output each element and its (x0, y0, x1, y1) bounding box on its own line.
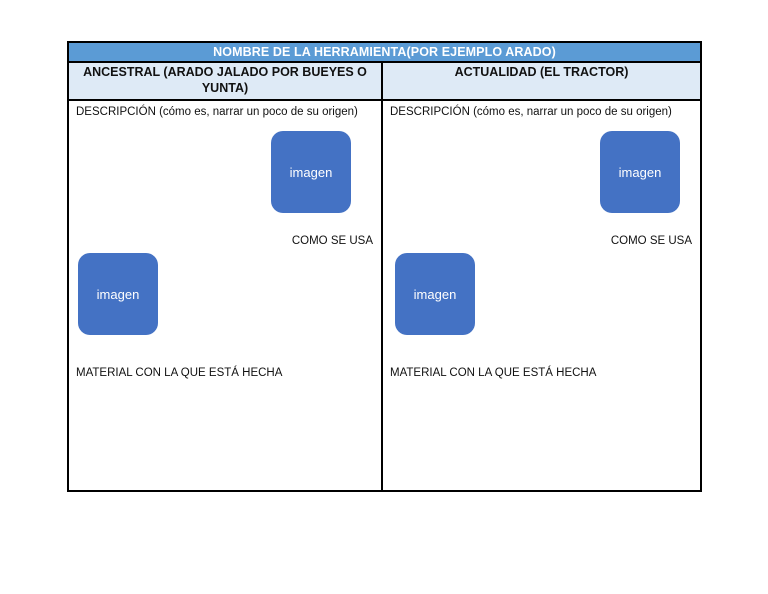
material-label-ancestral: MATERIAL CON LA QUE ESTÁ HECHA (76, 367, 283, 379)
description-label-ancestral: DESCRIPCIÓN (cómo es, narrar un poco de … (76, 106, 358, 118)
usage-label-actualidad: COMO SE USA (610, 235, 692, 247)
image-placeholder-label: imagen (96, 286, 140, 302)
table-title-band: NOMBRE DE LA HERRAMIENTA(POR EJEMPLO ARA… (69, 43, 700, 63)
comparison-table: NOMBRE DE LA HERRAMIENTA(POR EJEMPLO ARA… (67, 41, 702, 492)
material-label-actualidad: MATERIAL CON LA QUE ESTÁ HECHA (390, 367, 597, 379)
image-placeholder-ancestral-upper[interactable]: imagen (271, 131, 351, 213)
image-placeholder-actualidad-upper[interactable]: imagen (600, 131, 680, 213)
panel-ancestral: DESCRIPCIÓN (cómo es, narrar un poco de … (69, 101, 383, 490)
table-title-text: NOMBRE DE LA HERRAMIENTA(POR EJEMPLO ARA… (213, 44, 556, 59)
image-placeholder-label: imagen (289, 164, 333, 180)
table-body-row: DESCRIPCIÓN (cómo es, narrar un poco de … (69, 101, 700, 490)
description-label-actualidad: DESCRIPCIÓN (cómo es, narrar un poco de … (390, 106, 672, 118)
column-header-ancestral: ANCESTRAL (ARADO JALADO POR BUEYES O YUN… (69, 63, 383, 99)
image-placeholder-ancestral-lower[interactable]: imagen (78, 253, 158, 335)
image-placeholder-actualidad-lower[interactable]: imagen (395, 253, 475, 335)
column-header-actualidad-label: ACTUALIDAD (EL TRACTOR) (454, 65, 629, 79)
usage-label-ancestral: COMO SE USA (291, 235, 373, 247)
column-header-actualidad: ACTUALIDAD (EL TRACTOR) (383, 63, 700, 99)
image-placeholder-label: imagen (413, 286, 457, 302)
table-header-row: ANCESTRAL (ARADO JALADO POR BUEYES O YUN… (69, 63, 700, 101)
column-header-ancestral-label: ANCESTRAL (ARADO JALADO POR BUEYES O YUN… (83, 65, 367, 95)
image-placeholder-label: imagen (618, 164, 662, 180)
panel-actualidad: DESCRIPCIÓN (cómo es, narrar un poco de … (383, 101, 700, 490)
